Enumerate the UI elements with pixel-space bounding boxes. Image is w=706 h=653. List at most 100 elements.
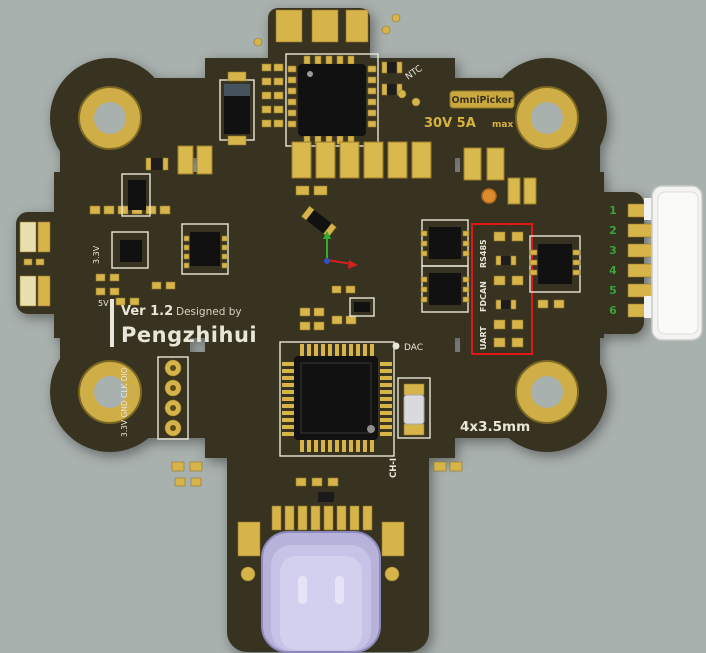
usb-pad [284, 505, 295, 531]
ic-pin [300, 440, 304, 452]
pad [273, 119, 284, 128]
usb-c-slot [298, 576, 307, 604]
pad [190, 477, 202, 487]
pad [162, 157, 169, 171]
ic-pin [356, 440, 360, 452]
ic-pin [380, 432, 392, 436]
capacitor [387, 141, 408, 179]
ic-pin [221, 253, 228, 260]
pad [510, 299, 517, 310]
capacitor [339, 141, 360, 179]
left-tab-pads [19, 221, 51, 307]
pad [313, 321, 325, 331]
pad [510, 255, 517, 266]
pin-number-1: 1 [609, 204, 617, 217]
ic-pin [367, 109, 377, 117]
pad [295, 477, 307, 487]
pad [511, 275, 524, 286]
ic-pin [221, 235, 228, 242]
pad [273, 105, 284, 114]
pad [493, 337, 506, 348]
ic-pin [347, 55, 355, 65]
usb-pad [336, 505, 347, 531]
pad [331, 285, 342, 294]
pin-number-5: 5 [609, 284, 617, 297]
ic-pin [462, 250, 470, 257]
pad [381, 25, 391, 35]
connector-shell-tab [644, 198, 654, 220]
ic-pin [335, 440, 339, 452]
bottom-pads [171, 461, 463, 582]
power-ic [285, 53, 379, 147]
dac-area: DAC CH-I [389, 342, 431, 478]
ic-pin [367, 87, 377, 95]
ic-pin [221, 262, 228, 269]
ic-pin [328, 344, 332, 356]
ic-pin [380, 376, 392, 380]
interface-label-uart: UART [479, 326, 488, 350]
pad [327, 477, 339, 487]
ic-pin [380, 425, 392, 429]
capacitor [177, 145, 194, 175]
silk-outline [111, 231, 149, 269]
ic-pin [307, 440, 311, 452]
silk-outline [349, 297, 375, 317]
pad [273, 91, 284, 100]
dac-dot [392, 342, 400, 350]
silk-outline [181, 223, 229, 275]
ic-pin [287, 76, 297, 84]
capacitor [523, 177, 537, 205]
pad [299, 307, 311, 317]
pad [345, 9, 369, 43]
ic-pin [370, 344, 374, 356]
resistor [501, 256, 511, 265]
ic-pin [380, 369, 392, 373]
ic-pin [282, 432, 294, 436]
pad [189, 461, 203, 472]
resistor [387, 84, 397, 95]
silk-outline [157, 356, 189, 440]
ic-pin [287, 87, 297, 95]
pad [331, 315, 343, 325]
ic-pin [183, 235, 190, 242]
pad [433, 461, 447, 472]
usb-pad [271, 505, 282, 531]
pad [261, 63, 272, 72]
brand-badge-plate [449, 90, 515, 109]
pad [261, 77, 272, 86]
ic-pin [325, 55, 333, 65]
pad [511, 231, 524, 242]
ic-pin [363, 440, 367, 452]
ic-pin [307, 344, 311, 356]
pad [19, 221, 37, 253]
through-hole [170, 405, 176, 411]
z-axis-dot [324, 258, 330, 264]
ic-pin [462, 230, 470, 237]
ic-body [429, 227, 461, 259]
ic-pin [380, 404, 392, 408]
ic-body [538, 244, 572, 284]
ic-pin [367, 65, 377, 73]
annotation-red-box [471, 223, 533, 355]
center-area [299, 205, 375, 331]
designer-block: Ver 1.2 Designed by Pengzhihui [110, 299, 257, 347]
capacitor [507, 177, 521, 205]
rating-label: 30V 5A [424, 116, 476, 131]
dac-label: DAC [404, 343, 423, 353]
ic-pin [314, 440, 318, 452]
pad [145, 205, 157, 215]
ic-pin [420, 250, 428, 257]
ic-pin [221, 244, 228, 251]
ic-pin [363, 344, 367, 356]
side-connector: 1 2 3 4 5 6 [609, 185, 703, 341]
through-hole [170, 365, 176, 371]
mounting-hole-bottom-right [531, 376, 563, 408]
ic-pin [370, 440, 374, 452]
ic-pin [321, 344, 325, 356]
ic-pin [420, 230, 428, 237]
brand-area: OmniPicker 30V 5A max [424, 90, 515, 131]
pad [145, 157, 152, 171]
pad [396, 61, 403, 74]
ic-pin [367, 76, 377, 84]
pad [493, 319, 506, 330]
